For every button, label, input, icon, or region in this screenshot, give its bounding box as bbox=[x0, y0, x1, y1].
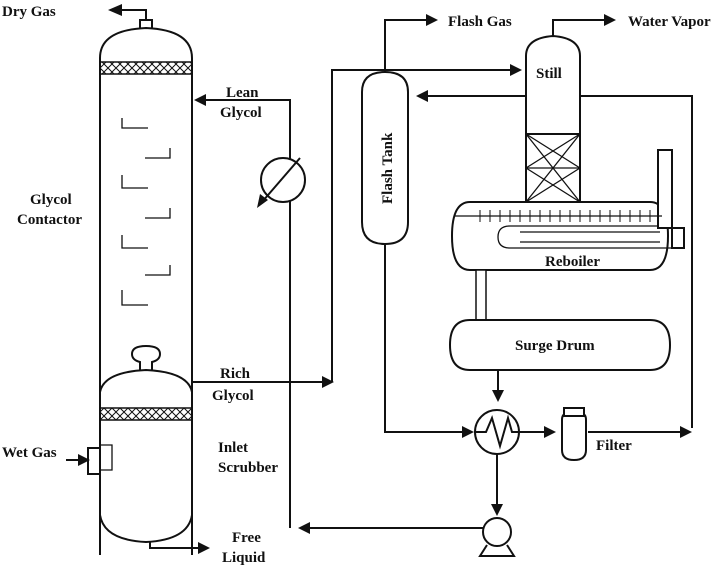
reboiler-vessel bbox=[450, 149, 685, 271]
inlet-scrubber-vessel bbox=[87, 407, 198, 549]
label-glycol-contactor-line1: Glycol bbox=[30, 192, 72, 208]
label-inlet-line2: Scrubber bbox=[218, 460, 278, 476]
label-free-line2: Liquid bbox=[222, 550, 266, 566]
label-dry-gas: Dry Gas bbox=[2, 4, 56, 20]
label-filter: Filter bbox=[596, 438, 632, 454]
label-rich-line2: Glycol bbox=[212, 388, 254, 404]
lean-glycol-line bbox=[194, 94, 472, 534]
flash-tank-vessel bbox=[361, 70, 409, 246]
water-vapor-arrow bbox=[604, 14, 616, 26]
flash-gas-arrow bbox=[426, 14, 438, 26]
free-liquid-arrow bbox=[198, 542, 210, 554]
label-water-vapor: Water Vapor bbox=[628, 14, 711, 30]
glycol-heat-exchanger bbox=[474, 409, 520, 455]
label-free-line1: Free bbox=[232, 530, 261, 546]
dry-gas-arrow bbox=[108, 4, 122, 16]
label-surge-drum: Surge Drum bbox=[515, 338, 595, 354]
label-reboiler: Reboiler bbox=[545, 254, 600, 270]
label-lean-line1: Lean bbox=[226, 85, 259, 101]
label-inlet-line1: Inlet bbox=[218, 440, 248, 456]
label-flash-gas: Flash Gas bbox=[448, 14, 512, 30]
reboiler-downcomer bbox=[475, 269, 487, 321]
glycol-pump bbox=[472, 517, 516, 557]
surge-drum-vessel bbox=[448, 319, 672, 371]
label-wet-gas: Wet Gas bbox=[2, 445, 57, 461]
lean-glycol-cooler bbox=[257, 157, 306, 208]
glycol-contactor-column bbox=[99, 19, 193, 555]
label-glycol-contactor-line2: Contactor bbox=[17, 212, 82, 228]
label-flash-tank: Flash Tank bbox=[380, 132, 396, 204]
rich-glycol-line bbox=[192, 64, 522, 388]
still-column bbox=[525, 34, 581, 203]
label-rich-line1: Rich bbox=[220, 366, 251, 382]
label-lean-line2: Glycol bbox=[220, 105, 262, 121]
wet-gas-arrow bbox=[78, 454, 90, 466]
label-still: Still bbox=[536, 66, 562, 82]
glycol-filter bbox=[561, 407, 587, 462]
